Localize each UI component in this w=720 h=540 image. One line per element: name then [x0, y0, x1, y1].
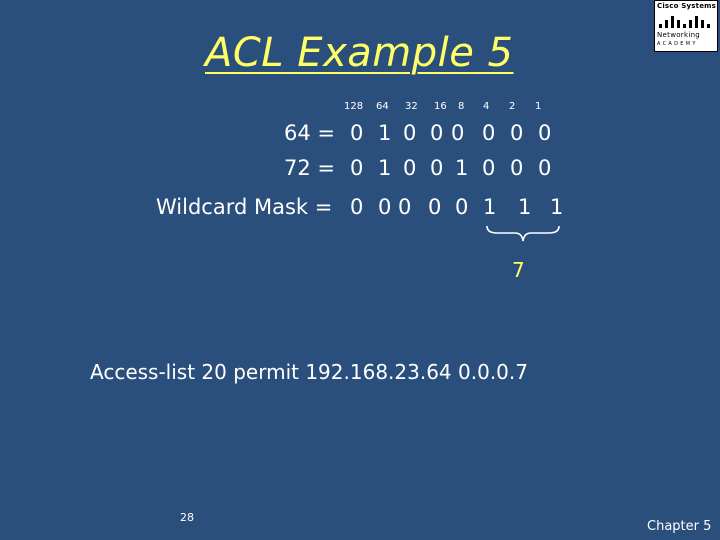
row-72-bit: 1 [455, 156, 469, 180]
row-64-bit: 0 [538, 121, 552, 145]
row-64-bit: 0 [403, 121, 417, 145]
row-64-bit: 0 [350, 121, 364, 145]
row-64-bit: 0 [430, 121, 444, 145]
wildcard-mask-bit: 0 [378, 195, 392, 219]
bit-position-16: 16 [434, 101, 447, 112]
page-number: 28 [180, 511, 194, 524]
bit-position-8: 8 [458, 101, 465, 112]
row-64-bit: 1 [378, 121, 392, 145]
bit-position-1: 1 [535, 101, 542, 112]
row-72-label: 72 = [284, 156, 335, 180]
logo-networking: Networking [657, 31, 701, 39]
chapter-footer: Chapter 5 [647, 519, 712, 534]
bit-position-64: 64 [376, 101, 389, 112]
row-72-bit: 0 [510, 156, 524, 180]
wildcard-mask-bit: 1 [483, 195, 497, 219]
wildcard-mask-label: Wildcard Mask = [156, 195, 333, 219]
row-72-bit: 0 [538, 156, 552, 180]
bit-position-2: 2 [509, 101, 516, 112]
wildcard-mask-bit: 0 [350, 195, 364, 219]
curly-brace-icon [486, 225, 560, 242]
bit-position-4: 4 [483, 101, 490, 112]
row-72-bit: 0 [430, 156, 444, 180]
logo-academy: ACADEMY [657, 41, 698, 47]
wildcard-mask-bit: 0 [398, 195, 412, 219]
logo-brand: Cisco Systems [657, 2, 717, 10]
row-72-bit: 0 [482, 156, 496, 180]
row-72-bit: 1 [378, 156, 392, 180]
wildcard-mask-bit: 0 [455, 195, 469, 219]
cisco-academy-logo: Cisco Systems Networking ACADEMY [654, 0, 718, 52]
bit-position-128: 128 [344, 101, 364, 112]
wildcard-mask-bit: 1 [550, 195, 564, 219]
row-64-bit: 0 [451, 121, 465, 145]
row-64-bit: 0 [510, 121, 524, 145]
slide-title: ACL Example 5 [205, 30, 514, 76]
wildcard-mask-bit: 1 [518, 195, 532, 219]
row-72-bit: 0 [403, 156, 417, 180]
bridge-icon [657, 12, 715, 28]
row-72-bit: 0 [350, 156, 364, 180]
row-64-bit: 0 [482, 121, 496, 145]
bit-position-32: 32 [405, 101, 418, 112]
row-64-label: 64 = [284, 121, 335, 145]
access-list-statement: Access-list 20 permit 192.168.23.64 0.0.… [90, 360, 528, 384]
wildcard-mask-bit: 0 [428, 195, 442, 219]
host-bits-value: 7 [512, 258, 525, 282]
